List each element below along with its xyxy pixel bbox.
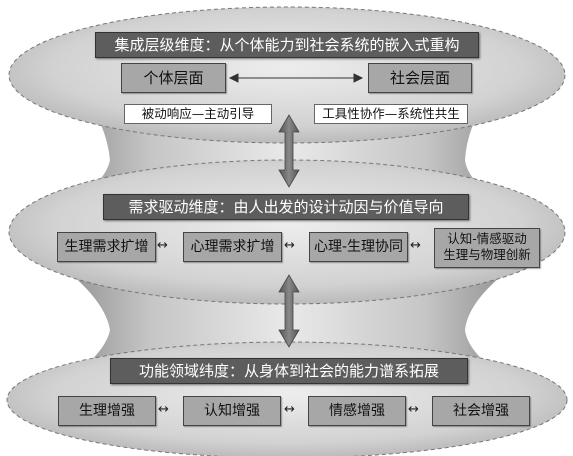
layer-1-title: 集成层级维度：从个体能力到社会系统的嵌入式重构 xyxy=(95,32,479,58)
layer-2-arrow-2: ↔ xyxy=(284,238,295,253)
layer-3-title: 功能领域纬度：从身体到社会的能力谱系拓展 xyxy=(110,358,468,384)
social-level-box: 社会层面 xyxy=(368,63,472,93)
individual-level-box: 个体层面 xyxy=(121,63,226,93)
social-enhancement-box: 社会增强 xyxy=(432,396,530,426)
emotional-enhancement-box: 情感增强 xyxy=(308,396,406,426)
layer-2-arrow-3: ↔ xyxy=(410,238,421,253)
layer-3-arrow-2: ↔ xyxy=(284,402,295,417)
layer-2-arrow-1: ↔ xyxy=(157,238,168,253)
layer-3-arrow-3: ↔ xyxy=(408,402,419,417)
vertical-arrow-upper xyxy=(278,114,300,188)
layer-3-arrow-1: ↔ xyxy=(158,402,169,417)
layer-1-horizontal-arrow xyxy=(228,73,364,83)
individual-note: 被动响应—主动引导 xyxy=(124,104,272,124)
social-note: 工具性协作—系统性共生 xyxy=(314,104,468,124)
cognitive-enhancement-box: 认知增强 xyxy=(183,396,281,426)
psych-physio-synergy-box: 心理-生理协同 xyxy=(309,232,408,262)
cognitive-emotional-box: 认知-情感驱动 生理与物理创新 xyxy=(434,228,540,268)
physiological-enhancement-box: 生理增强 xyxy=(58,396,156,426)
vertical-arrow-lower xyxy=(278,274,300,348)
layer-2-title: 需求驱动维度：由人出发的设计动因与价值导向 xyxy=(103,194,469,220)
physiological-need-box: 生理需求扩增 xyxy=(57,232,156,262)
psychological-need-box: 心理需求扩增 xyxy=(183,232,282,262)
